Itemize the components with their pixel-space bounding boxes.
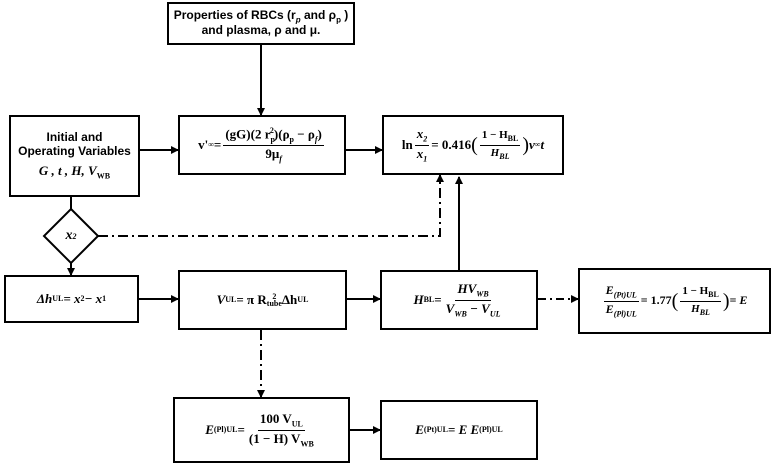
properties-box: Properties of RBCs (rp and ρp ) and plas… xyxy=(167,2,355,45)
decision-diamond xyxy=(42,207,100,265)
plasma-efficiency-box: E(Pl)UL = 100 VUL (1 − H) VWB xyxy=(173,397,350,463)
settling-velocity-box: v'∞ = (gG)(2 rp2)(ρp − ρf) 9μf xyxy=(178,115,346,175)
dashdot-decision-to-log xyxy=(98,174,444,237)
initial-variables-box: Initial and Operating Variables G , t , … xyxy=(9,115,140,197)
platelet-efficiency-box: E(Pt)UL = E E(Pl)UL xyxy=(380,400,538,460)
